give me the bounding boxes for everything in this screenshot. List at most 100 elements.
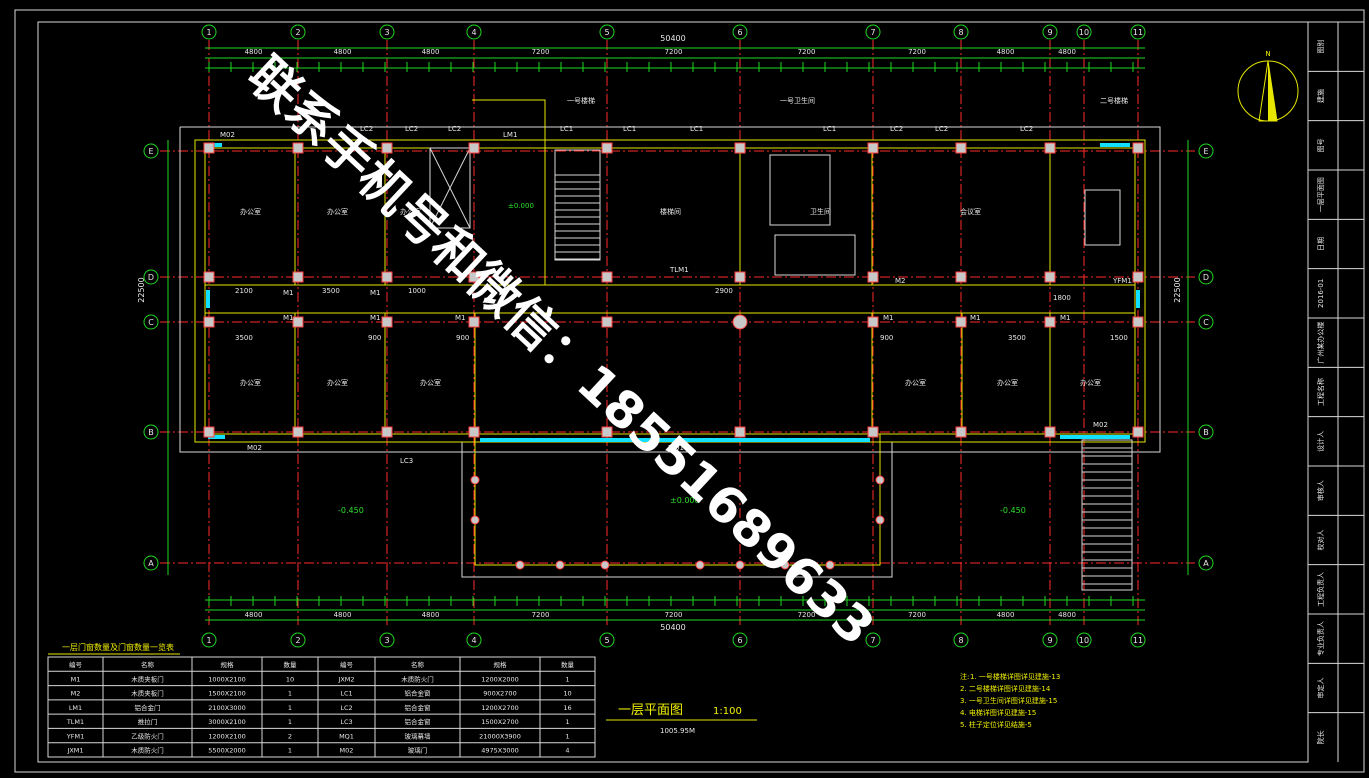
room-label: 办公室 xyxy=(400,207,421,216)
elevator-x xyxy=(429,147,471,229)
axis-number: 4 xyxy=(471,28,476,37)
column xyxy=(203,271,215,283)
schedule-header: 名称 xyxy=(411,660,425,669)
schedule-cell: 玻璃门 xyxy=(408,746,428,755)
column xyxy=(381,316,393,328)
elevation-note: 1005.95M xyxy=(660,727,695,735)
axis-number: 8 xyxy=(958,28,963,37)
schedule-header: 规格 xyxy=(494,660,508,669)
bay-dim-top: 4800 xyxy=(422,48,440,56)
section-mark: 一号卫生间 xyxy=(780,96,815,105)
toilet-block xyxy=(769,154,831,226)
schedule-cell: 铝合金窗 xyxy=(405,717,431,726)
schedule-cell: 木质夹板门 xyxy=(131,674,164,683)
axis-bubble xyxy=(201,632,217,648)
axis-letter: D xyxy=(1203,273,1209,282)
axis-bubble xyxy=(290,24,306,40)
overall-dim-bottom: 50400 xyxy=(660,623,685,632)
overall-dim-side: 22500 xyxy=(137,277,146,302)
schedule-cell: LC1 xyxy=(340,690,352,698)
door-label: M1 xyxy=(970,314,981,322)
window-label: LC2 xyxy=(890,125,903,133)
schedule-cell: 10 xyxy=(286,675,294,683)
small-dim: 900 xyxy=(368,334,381,342)
room-label: 办公室 xyxy=(420,378,441,387)
bay-dim-top: 4800 xyxy=(1058,48,1076,56)
small-dim: 3500 xyxy=(235,334,253,342)
schedule-cell: 21000X3900 xyxy=(479,732,521,740)
column xyxy=(468,271,480,283)
plan-scale: 1:100 xyxy=(713,706,742,717)
axis-number: 7 xyxy=(870,636,875,645)
inner-wall xyxy=(204,147,1136,435)
door-label: M1 xyxy=(283,289,294,297)
level-mark-right: -0.450 xyxy=(1000,506,1026,515)
column xyxy=(468,316,480,328)
axis-bubble xyxy=(466,24,482,40)
axis-number: 6 xyxy=(737,636,742,645)
round-column xyxy=(780,560,790,570)
schedule-cell: 木质夹板门 xyxy=(131,689,164,698)
room-label: 办公室 xyxy=(327,378,348,387)
axis-number: 8 xyxy=(958,636,963,645)
column xyxy=(1044,426,1056,438)
axis-number: 3 xyxy=(384,28,389,37)
column xyxy=(203,426,215,438)
axis-letter: E xyxy=(148,147,153,156)
axis-number: 11 xyxy=(1133,636,1143,645)
schedule-cell: 1 xyxy=(288,704,292,712)
door-label: M1 xyxy=(1060,314,1071,322)
schedule-cell: 1 xyxy=(288,690,292,698)
axis-number: 11 xyxy=(1133,28,1143,37)
small-dim: 3500 xyxy=(1008,334,1026,342)
level-mark-lobby: ±0.000 xyxy=(670,496,700,505)
schedule-cell: 16 xyxy=(563,704,571,712)
structural-columns xyxy=(203,142,1144,570)
axis-bubble xyxy=(379,24,395,40)
room-label: 办公室 xyxy=(997,378,1018,387)
column xyxy=(381,426,393,438)
axis-number: 6 xyxy=(737,28,742,37)
small-dim: 3500 xyxy=(322,287,340,295)
schedule-cell: TLM1 xyxy=(66,718,84,726)
schedule-cell: M1 xyxy=(71,675,81,683)
door-label: M1 xyxy=(455,314,466,322)
round-column xyxy=(515,560,525,570)
window-label: LC1 xyxy=(823,125,836,133)
window-label: LC2 xyxy=(1020,125,1033,133)
schedule-cell: 1500X2100 xyxy=(208,690,246,698)
axis-bubble xyxy=(1076,632,1092,648)
column xyxy=(955,316,967,328)
round-column xyxy=(825,560,835,570)
schedule-cell: 10 xyxy=(563,690,571,698)
schedule-header: 名称 xyxy=(141,660,155,669)
column xyxy=(381,271,393,283)
axis-letter: B xyxy=(148,428,154,437)
window-label: LC1 xyxy=(623,125,636,133)
axis-bubble xyxy=(1130,632,1146,648)
column xyxy=(292,142,304,154)
bay-dim-top: 4800 xyxy=(245,48,263,56)
room-label: 卫生间 xyxy=(810,207,831,216)
window-label: LC2 xyxy=(405,125,418,133)
schedule-cell: 推拉门 xyxy=(138,717,158,726)
vertical-grid-lines xyxy=(208,40,1139,625)
axis-bubble xyxy=(599,24,615,40)
column xyxy=(292,271,304,283)
axis-bubble xyxy=(143,555,159,571)
title-block-label: 专业负责人 xyxy=(1316,621,1325,656)
round-column xyxy=(695,560,705,570)
door-label: M02 xyxy=(220,131,235,139)
schedule-cell: 玻璃幕墙 xyxy=(405,731,432,740)
glazing xyxy=(206,143,1140,442)
axis-bubble xyxy=(1198,424,1214,440)
axis-bubble xyxy=(466,632,482,648)
bay-dim-bottom: 7200 xyxy=(532,611,550,619)
small-dim: 900 xyxy=(456,334,469,342)
axis-bubble xyxy=(953,24,969,40)
schedule-cell: LC2 xyxy=(340,704,352,712)
door-label: LM1 xyxy=(503,131,517,139)
